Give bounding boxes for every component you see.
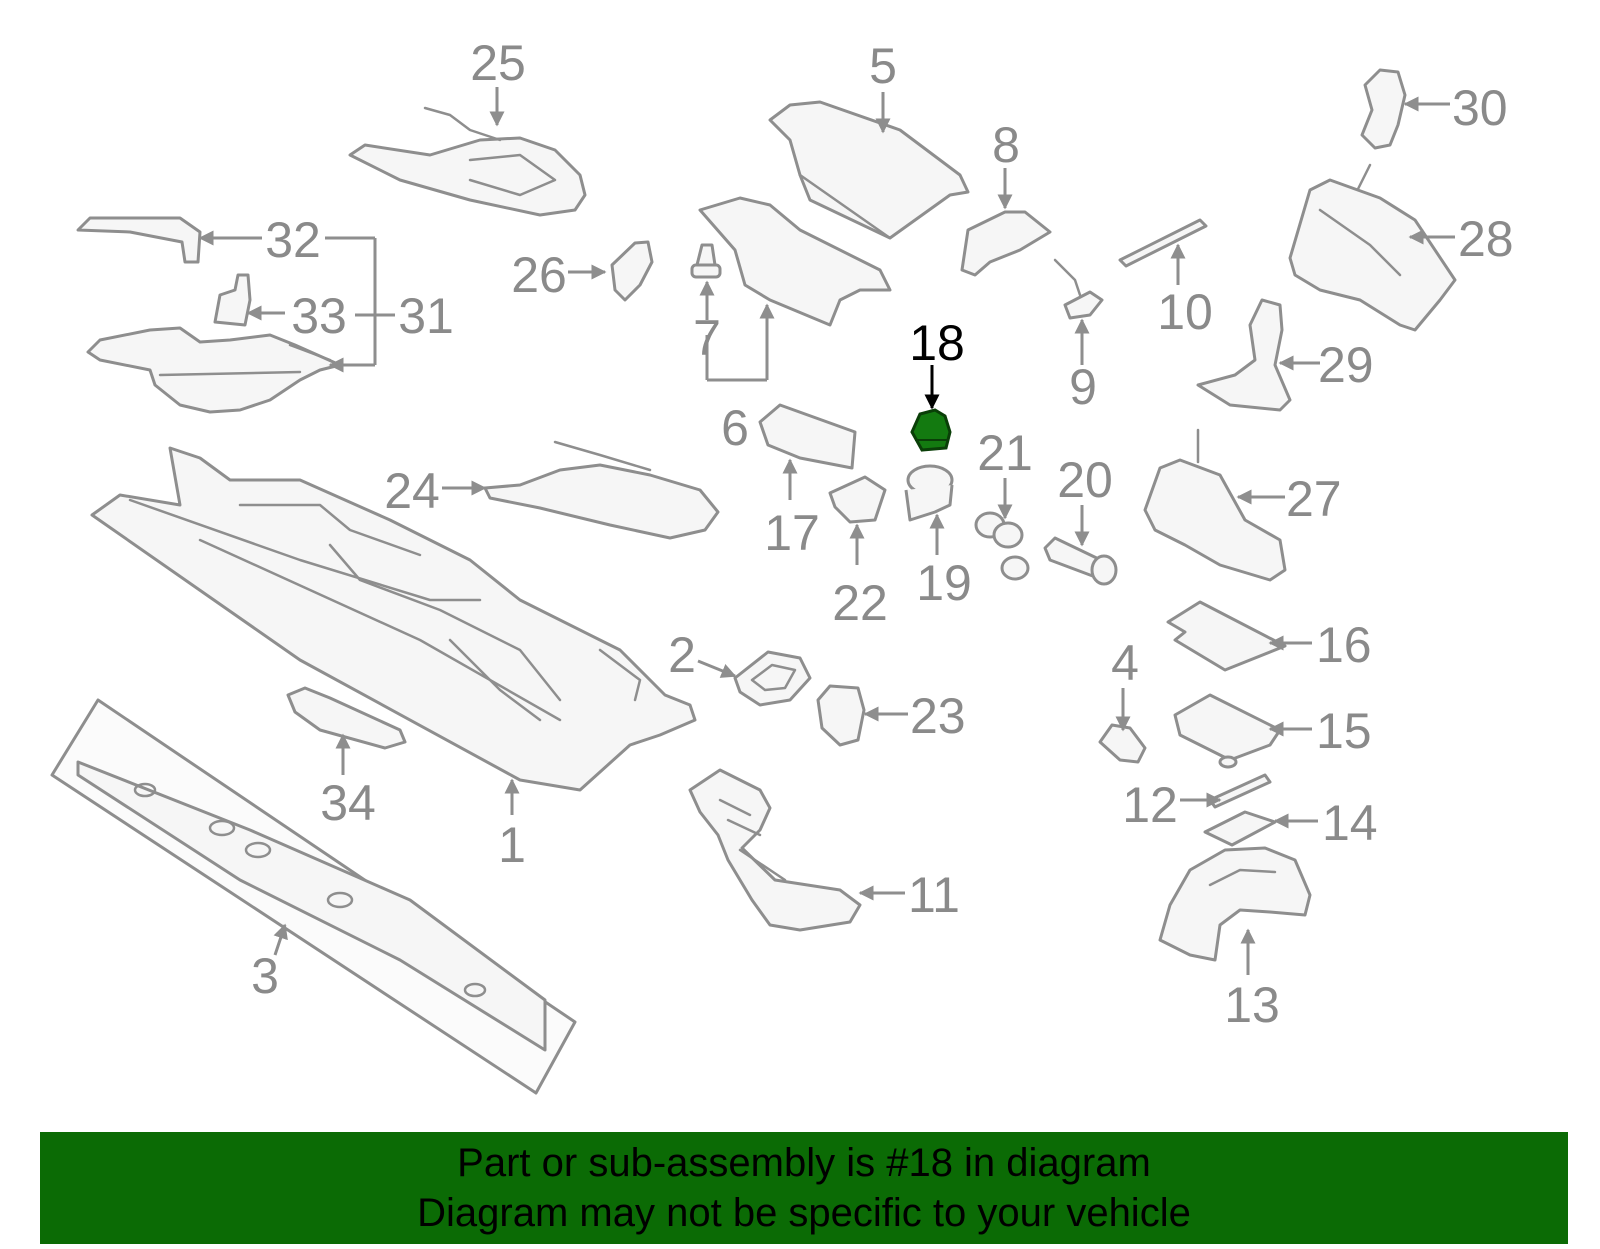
part-34-cover [286, 686, 407, 750]
callout-21: 21 [977, 425, 1033, 481]
callout-2: 2 [668, 627, 696, 683]
part-3-trim-panel [50, 698, 577, 1095]
banner-line-part-number: Part or sub-assembly is #18 in diagram [457, 1141, 1151, 1185]
callout-7: 7 [693, 310, 721, 366]
part-4-module [1098, 723, 1147, 764]
callout-13: 13 [1224, 977, 1280, 1033]
callout-19: 19 [916, 555, 972, 611]
part-25-upper-trim [348, 106, 587, 217]
part-16-mat [1166, 600, 1287, 672]
callout-30: 30 [1452, 80, 1508, 136]
leader-lines [198, 87, 1455, 975]
callout-17: 17 [764, 505, 820, 561]
callout-5: 5 [869, 38, 897, 94]
part-12-strip [1208, 773, 1272, 809]
callout-18: 18 [909, 315, 965, 371]
callout-labels: 25 5 30 8 32 28 26 33 31 10 7 18 9 29 6 … [251, 35, 1514, 1033]
callout-27: 27 [1286, 471, 1342, 527]
part-9-connector [1053, 258, 1104, 320]
info-banner: Part or sub-assembly is #18 in diagram D… [40, 1132, 1568, 1244]
callout-16: 16 [1316, 617, 1372, 673]
callout-1: 1 [498, 817, 526, 873]
part-27-shifter-housing [1143, 428, 1287, 582]
part-24-trim-rail [483, 440, 720, 540]
callout-28: 28 [1458, 211, 1514, 267]
part-10-strip [1118, 218, 1208, 268]
part-22-switch [828, 475, 887, 524]
callout-4: 4 [1111, 635, 1139, 691]
callout-33: 33 [291, 288, 347, 344]
callout-8: 8 [992, 117, 1020, 173]
callout-25: 25 [470, 35, 526, 91]
callout-31: 31 [398, 288, 454, 344]
parts-diagram: 25 5 30 8 32 28 26 33 31 10 7 18 9 29 6 … [50, 35, 1514, 1095]
callout-32: 32 [265, 212, 321, 268]
part-21-socket [974, 511, 1030, 581]
part-13-trim-cover [1158, 846, 1312, 962]
part-15-tray [1173, 693, 1282, 769]
callout-22: 22 [832, 575, 888, 631]
part-30-shift-knob [1360, 68, 1407, 150]
part-18-highlighted [910, 408, 952, 452]
part-26-clip [610, 240, 654, 302]
callout-29: 29 [1318, 337, 1374, 393]
part-17-tray [758, 403, 857, 470]
callout-20: 20 [1057, 452, 1113, 508]
part-1-console-body [90, 446, 697, 792]
callout-23: 23 [910, 688, 966, 744]
part-8-bracket [960, 210, 1052, 277]
callout-34: 34 [320, 775, 376, 831]
callout-26: 26 [511, 247, 567, 303]
callout-14: 14 [1322, 795, 1378, 851]
callout-15: 15 [1316, 703, 1372, 759]
part-5-armrest-lid [768, 100, 970, 240]
callout-24: 24 [384, 463, 440, 519]
part-23-switch-unit [816, 684, 866, 747]
callout-9: 9 [1069, 359, 1097, 415]
callout-3: 3 [251, 948, 279, 1004]
part-19-socket-housing [904, 464, 954, 522]
part-28-shifter-mechanism [1288, 163, 1457, 332]
part-6-armrest-base [698, 196, 892, 327]
part-7-fastener [690, 243, 722, 279]
callout-11: 11 [908, 867, 960, 923]
part-32-handle [76, 216, 202, 264]
callout-10: 10 [1157, 284, 1213, 340]
part-20-lighter [1043, 536, 1118, 586]
banner-line-disclaimer: Diagram may not be specific to your vehi… [417, 1191, 1191, 1235]
part-14-pad [1203, 810, 1277, 847]
part-29-shift-boot [1196, 298, 1292, 412]
part-31-handbrake-housing [86, 326, 342, 414]
callout-12: 12 [1122, 777, 1178, 833]
callout-6: 6 [721, 400, 749, 456]
part-2-bezel [733, 650, 812, 707]
part-11-harness [688, 768, 862, 932]
part-33-bracket [213, 273, 252, 327]
